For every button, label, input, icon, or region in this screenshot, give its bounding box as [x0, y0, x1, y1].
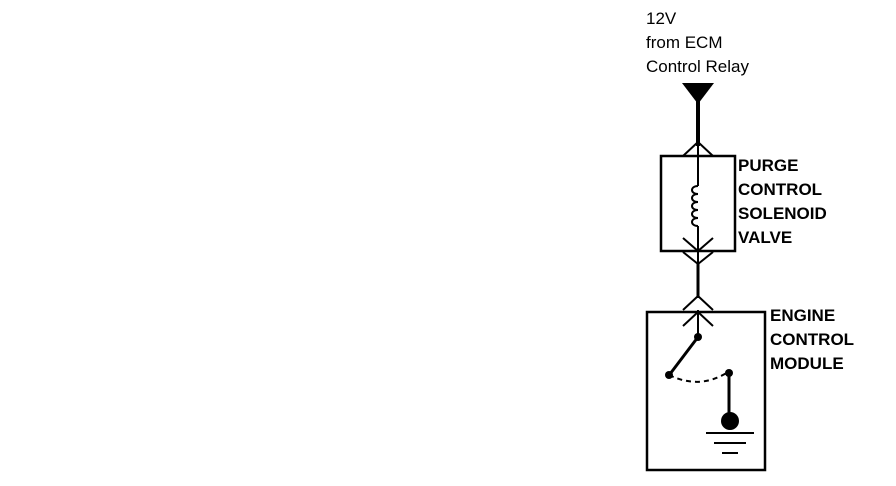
power-source-symbol — [682, 83, 714, 104]
ecm-line-1: ENGINE — [770, 306, 836, 325]
switch-arm — [668, 336, 700, 375]
ground-node — [721, 412, 739, 430]
source-line-3: Control Relay — [646, 57, 749, 76]
solenoid-line-4: VALVE — [738, 228, 793, 247]
solenoid-coil-icon — [691, 185, 699, 227]
source-line-1: 12V — [646, 9, 677, 28]
solenoid-line-3: SOLENOID — [738, 204, 827, 223]
solenoid-bottom-connector — [682, 237, 714, 253]
power-source-label: 12V from ECM Control Relay — [646, 7, 749, 79]
solenoid-label: PURGE CONTROL SOLENOID VALVE — [738, 154, 827, 250]
ecm-line-3: MODULE — [770, 354, 844, 373]
solenoid-line-1: PURGE — [738, 156, 799, 175]
ecm-connector — [682, 294, 714, 311]
switch-dashed-link — [668, 371, 729, 383]
ecm-label: ENGINE CONTROL MODULE — [770, 304, 854, 376]
source-line-2: from ECM — [646, 33, 723, 52]
solenoid-line-2: CONTROL — [738, 180, 823, 199]
ecm-line-2: CONTROL — [770, 330, 855, 349]
solenoid-top-connector — [682, 140, 714, 157]
ecm-box — [645, 310, 767, 472]
